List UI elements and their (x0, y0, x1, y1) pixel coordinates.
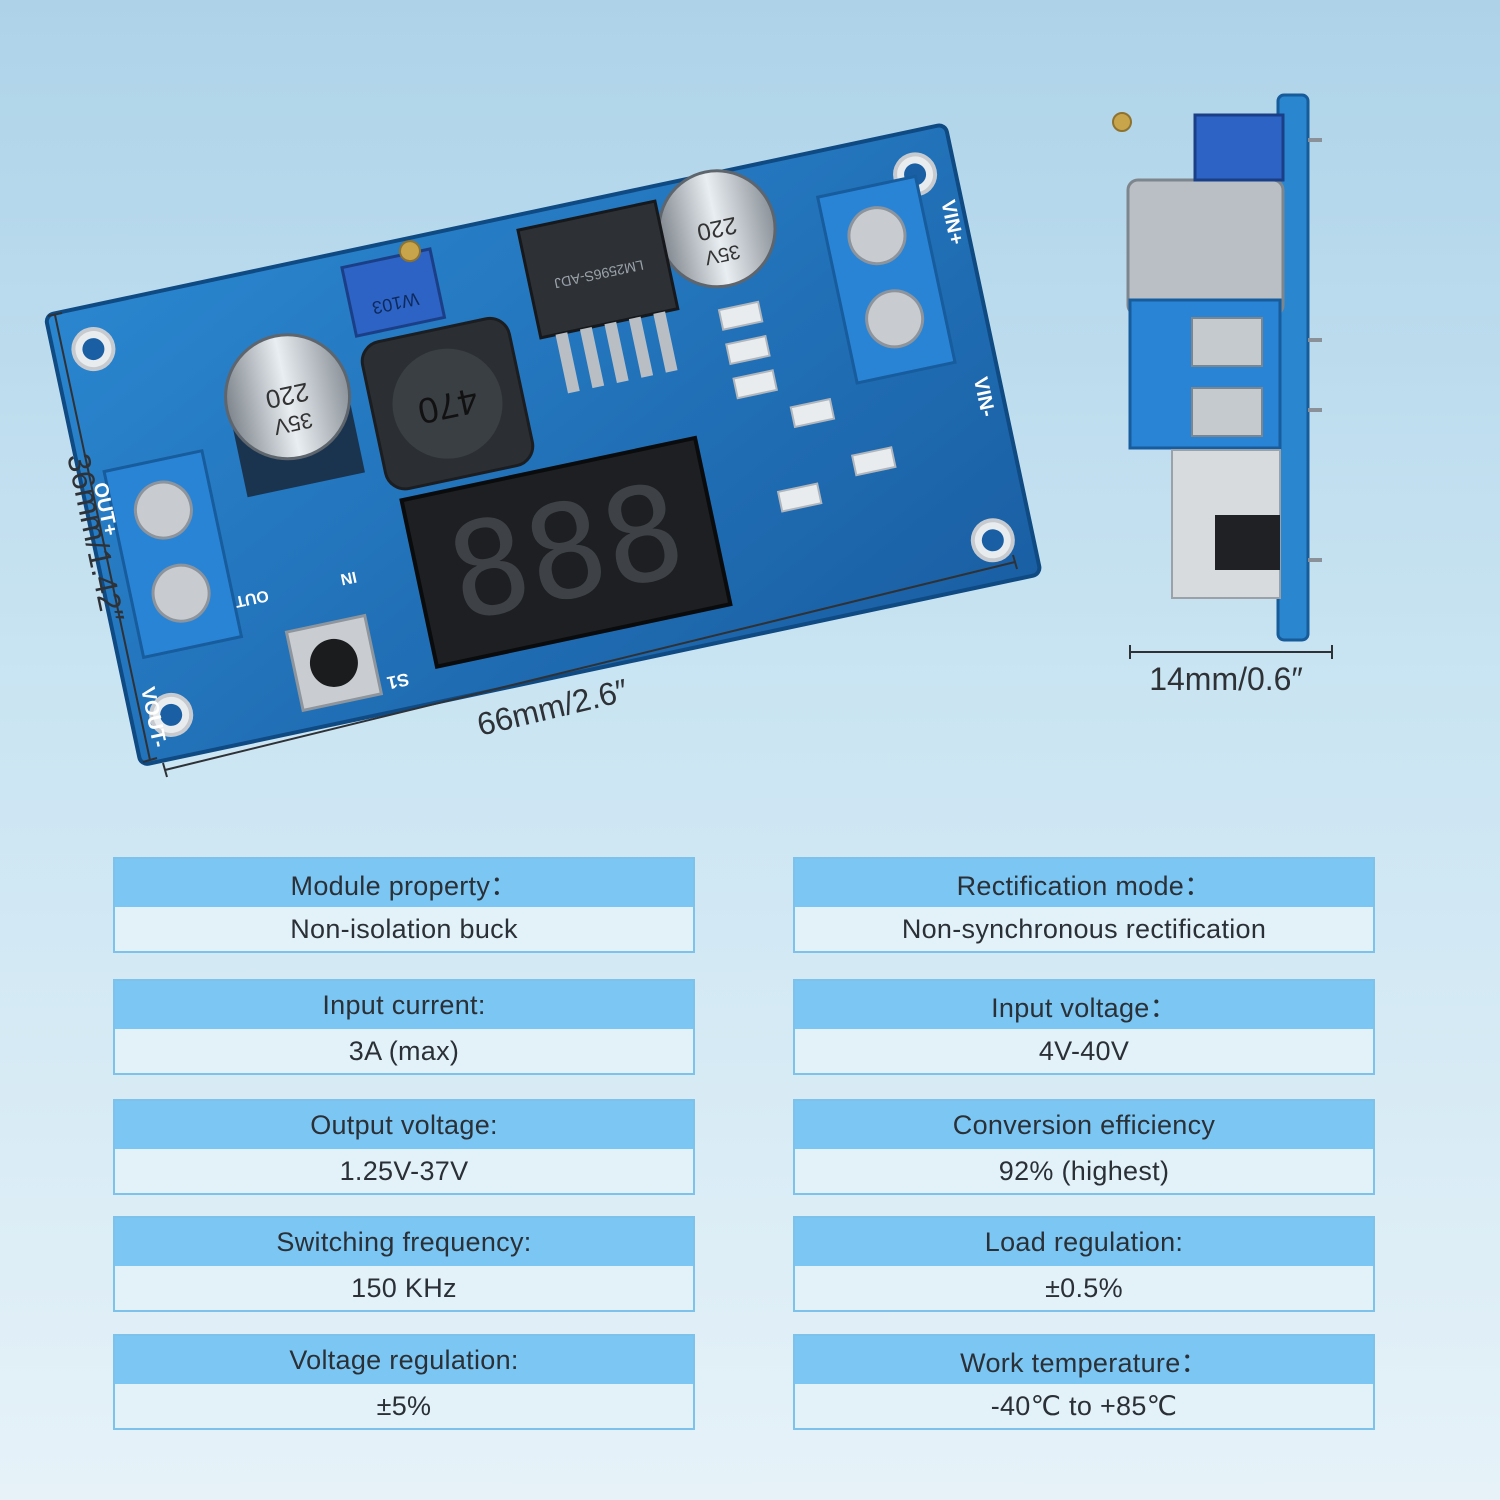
spec-value: 1.25V-37V (339, 1155, 469, 1186)
spec-name: Module property： (115, 859, 693, 907)
spec-value: Non-isolation buck (290, 913, 518, 944)
spec-name: Load regulation: (795, 1218, 1373, 1266)
spec-card: Output voltage: 1.25V-37V (113, 1099, 695, 1195)
spec-name: Input voltage： (795, 981, 1373, 1029)
dimension-thickness (1129, 645, 1333, 659)
pcb-board-side (1112, 93, 1322, 642)
dimension-length (162, 554, 1018, 778)
spec-name: Conversion efficiency (795, 1101, 1373, 1149)
capacitor-left: 220 35V (224, 333, 365, 498)
product-illustration: 220 35V 220 35V W103 470 LM2596S-ADJ (44, 93, 1333, 778)
label-in-led: IN (339, 568, 358, 588)
potentiometer: W103 (340, 240, 447, 338)
dimension-thickness-label: 14mm/0.6″ (1149, 661, 1303, 697)
spec-name: Input current: (115, 981, 693, 1029)
spec-value: 4V-40V (1038, 1035, 1130, 1066)
inductor: 470 (360, 316, 535, 491)
mounting-holes (71, 152, 1015, 737)
dimension-height (47, 312, 158, 763)
spec-name: Output voltage: (115, 1101, 693, 1149)
smd-components (717, 300, 897, 513)
spec-value: 150 KHz (351, 1272, 457, 1303)
input-terminal-block (815, 174, 957, 385)
label-switch: S1 (385, 669, 411, 693)
spec-card: Rectification mode： Non-synchronous rect… (793, 857, 1375, 953)
spec-card: Module property： Non-isolation buck (113, 857, 695, 953)
push-button (284, 613, 384, 713)
spec-value: 3A (max) (348, 1035, 460, 1066)
led-display: 888 (399, 435, 733, 669)
regulator-ic: LM2596S-ADJ (516, 199, 680, 394)
spec-value: -40℃ to +85℃ (990, 1390, 1178, 1421)
spec-card: Input current: 3A (max) (113, 979, 695, 1075)
spec-card: Voltage regulation: ±5% (113, 1334, 695, 1430)
spec-value: 92% (highest) (998, 1155, 1170, 1186)
spec-value: ±5% (376, 1390, 432, 1421)
label-out-led: OUT (233, 586, 270, 610)
output-terminal-block (102, 448, 244, 660)
spec-value: ±0.5% (1045, 1272, 1123, 1303)
spec-card: Switching frequency: 150 KHz (113, 1216, 695, 1312)
spec-name: Voltage regulation: (115, 1336, 693, 1384)
spec-card: Work temperature： -40℃ to +85℃ (793, 1334, 1375, 1430)
spec-card: Load regulation: ±0.5% (793, 1216, 1375, 1312)
spec-name: Work temperature： (795, 1336, 1373, 1384)
spec-value: Non-synchronous rectification (901, 913, 1267, 944)
spec-name: Switching frequency: (115, 1218, 693, 1266)
spec-card: Input voltage： 4V-40V (793, 979, 1375, 1075)
spec-name: Rectification mode： (795, 859, 1373, 907)
pcb-board-front: 220 35V 220 35V W103 470 LM2596S-ADJ (44, 123, 1042, 766)
spec-card: Conversion efficiency 92% (highest) (793, 1099, 1375, 1195)
